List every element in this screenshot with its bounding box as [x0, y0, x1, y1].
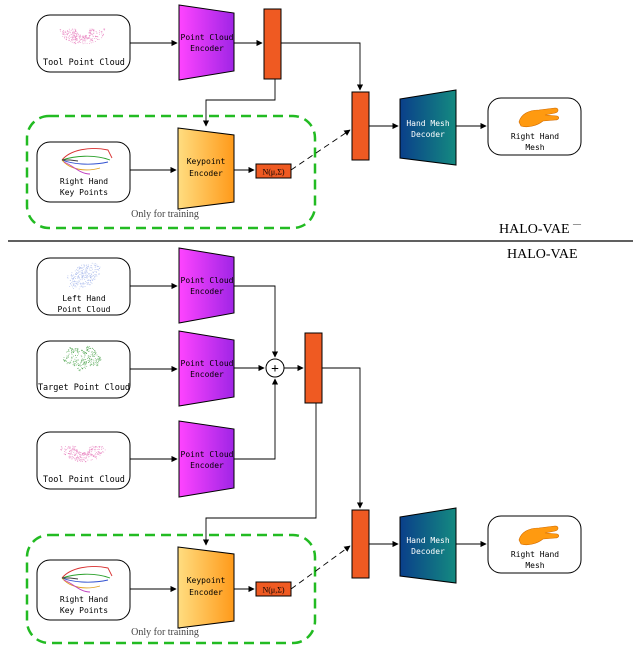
feature-sum-node: + — [265, 358, 285, 378]
keypoints-label: Right Hand — [60, 595, 108, 604]
encoder-label: Point Cloud — [181, 33, 234, 42]
sum-symbol: + — [271, 362, 279, 377]
encoder-label: Point Cloud — [181, 276, 234, 285]
encoder-label: Point Cloud — [181, 359, 234, 368]
keypoints-box: Right Hand Key Points — [36, 141, 131, 203]
point-cloud-encoder: Point Cloud Encoder — [178, 330, 235, 407]
variant-suffix: — — [572, 219, 582, 228]
latent-code-bar — [351, 509, 370, 579]
gaussian-label: N(μ,Σ) — [262, 586, 284, 595]
keypoint-encoder: Keypoint Encoder — [177, 127, 235, 210]
keypoints-label: Key Points — [60, 188, 108, 197]
encoder-label: Encoder — [189, 169, 223, 178]
point-cloud-encoder: Point Cloud Encoder — [178, 247, 235, 324]
mesh-label: Right Hand — [511, 550, 559, 559]
variant-label-top: HALO-VAE — — [499, 219, 582, 237]
mesh-label: Mesh — [525, 143, 544, 152]
encoder-label: Encoder — [190, 461, 224, 470]
tool-point-cloud-box: Tool Point Cloud — [36, 14, 131, 73]
encoder-label: Encoder — [190, 44, 224, 53]
latent-code-bar — [351, 91, 370, 161]
hand-mesh-icon — [518, 525, 560, 546]
left-hand-pc-label: Point Cloud — [58, 305, 111, 314]
encoder-label: Encoder — [189, 588, 223, 597]
decoder-label: Decoder — [411, 130, 445, 139]
point-cloud-encoder: Point Cloud Encoder — [178, 4, 235, 81]
point-cloud-encoder: Point Cloud Encoder — [178, 420, 235, 498]
point-cloud-icon — [62, 345, 102, 372]
encoder-label: Encoder — [190, 287, 224, 296]
gaussian-sampler: N(μ,Σ) — [255, 581, 292, 597]
hand-mesh-icon — [518, 107, 560, 128]
latent-feature-bar — [263, 8, 282, 80]
latent-feature-bar — [304, 332, 323, 404]
encoder-label: Point Cloud — [181, 450, 234, 459]
gaussian-label: N(μ,Σ) — [262, 168, 284, 177]
training-group-bottom — [25, 533, 317, 645]
target-point-cloud-box: Target Point Cloud — [36, 340, 131, 399]
top-diagram: Tool Point Cloud Point Cloud Encoder Rig… — [25, 4, 582, 237]
connectors — [130, 39, 487, 174]
point-cloud-icon — [59, 28, 106, 45]
encoder-label: Encoder — [190, 370, 224, 379]
decoder-label: Hand Mesh — [406, 119, 450, 128]
mesh-label: Mesh — [525, 561, 544, 570]
mesh-label: Right Hand — [511, 132, 559, 141]
connectors — [130, 282, 487, 593]
hand-mesh-box: Right Hand Mesh — [487, 97, 582, 156]
keypoints-label: Right Hand — [60, 177, 108, 186]
point-cloud-icon — [60, 445, 106, 463]
hand-mesh-decoder: Hand Mesh Decoder — [399, 89, 457, 166]
target-pc-label: Target Point Cloud — [38, 383, 130, 393]
encoder-label: Keypoint — [187, 157, 226, 166]
variant-name: HALO-VAE — [507, 247, 578, 262]
gaussian-sampler: N(μ,Σ) — [255, 163, 292, 179]
tool-point-cloud-box: Tool Point Cloud — [36, 431, 131, 490]
encoder-label: Keypoint — [187, 576, 226, 585]
point-cloud-icon — [66, 262, 101, 290]
left-hand-pc-label: Left Hand — [62, 294, 106, 303]
hand-keypoints-icon — [61, 566, 113, 593]
left-hand-point-cloud-box: Left Hand Point Cloud — [36, 257, 131, 316]
keypoints-box: Right Hand Key Points — [36, 559, 131, 621]
keypoint-encoder: Keypoint Encoder — [177, 546, 235, 629]
hand-mesh-decoder: Hand Mesh Decoder — [399, 507, 457, 584]
variant-name: HALO-VAE — [499, 222, 570, 237]
tool-point-cloud-label: Tool Point Cloud — [43, 475, 125, 485]
hand-keypoints-icon — [61, 148, 113, 175]
training-group-top — [25, 114, 317, 230]
decoder-label: Decoder — [411, 547, 445, 556]
bottom-diagram: HALO-VAE Left Hand Point Cloud Target Po… — [25, 247, 582, 645]
tool-point-cloud-label: Tool Point Cloud — [43, 58, 125, 68]
training-note: Only for training — [131, 209, 199, 220]
training-note: Only for training — [131, 627, 199, 638]
hand-mesh-box: Right Hand Mesh — [487, 515, 582, 574]
keypoints-label: Key Points — [60, 606, 108, 615]
decoder-label: Hand Mesh — [406, 536, 450, 545]
